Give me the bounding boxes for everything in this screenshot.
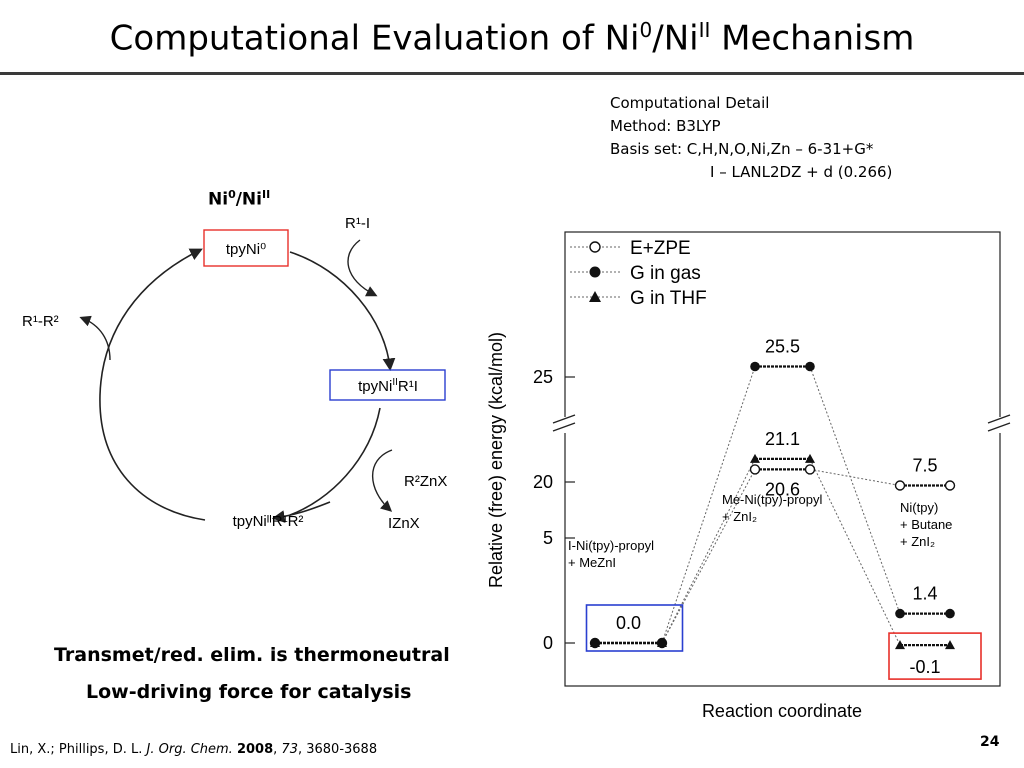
marker-filled-circle bbox=[945, 608, 955, 619]
marker-filled-triangle bbox=[590, 638, 600, 647]
page-number: 24 bbox=[980, 734, 1000, 750]
series-connector bbox=[661, 458, 756, 644]
citation-volume: 73 bbox=[281, 742, 298, 757]
series-connector bbox=[809, 458, 901, 646]
reagent-in-2-label: R²ZnX bbox=[404, 473, 447, 490]
legend-marker-open-circle bbox=[589, 241, 601, 253]
plot-frame bbox=[564, 231, 1001, 687]
cycle-arc-top-right bbox=[289, 251, 396, 372]
axis-break-right bbox=[987, 414, 1011, 432]
legend-label: G in THF bbox=[630, 288, 707, 309]
cycle-arc-bottom-left bbox=[99, 248, 206, 521]
slide-title: Computational Evaluation of Ni0/NiII Mec… bbox=[0, 18, 1024, 58]
series-connector bbox=[661, 366, 756, 644]
marker-filled-triangle bbox=[945, 640, 955, 650]
title-sup-two: II bbox=[698, 18, 711, 42]
computational-detail: Computational Detail Method: B3LYP Basis… bbox=[610, 92, 892, 184]
title-sep: /Ni bbox=[652, 18, 699, 59]
value-label: 25.5 bbox=[765, 337, 800, 357]
value-label: 7.5 bbox=[912, 456, 937, 476]
marker-filled-triangle bbox=[657, 638, 667, 647]
value-label: 0.0 bbox=[616, 613, 641, 633]
reagent-in-1-label: R¹-I bbox=[345, 215, 370, 232]
axis-break-left bbox=[552, 414, 576, 432]
species-top-box bbox=[203, 229, 289, 267]
y-tick-label: 20 bbox=[533, 472, 553, 492]
cycle-heading-sup1: 0 bbox=[228, 188, 236, 201]
series-connector bbox=[809, 468, 901, 486]
state-label: I-Ni(tpy)-propyl bbox=[568, 538, 654, 553]
marker-open-circle bbox=[804, 464, 816, 475]
state-label: Ni(tpy) bbox=[900, 500, 938, 515]
value-label: -0.1 bbox=[909, 657, 940, 677]
state-label: + ZnI₂ bbox=[722, 509, 757, 524]
marker-open-circle bbox=[944, 480, 956, 491]
title-sup-zero: 0 bbox=[639, 18, 653, 42]
marker-filled-triangle bbox=[895, 640, 905, 650]
comp-detail-method: Method: B3LYP bbox=[610, 117, 721, 135]
series-connector bbox=[809, 366, 901, 614]
cycle-heading-sup2: II bbox=[261, 188, 271, 201]
legend-label: G in gas bbox=[630, 263, 701, 284]
axis-break-gap-right bbox=[996, 417, 1004, 433]
marker-open-circle bbox=[749, 464, 761, 475]
marker-open-circle bbox=[894, 480, 906, 491]
y-tick-label: 5 bbox=[543, 528, 553, 548]
cycle-heading-a: Ni bbox=[208, 189, 229, 210]
value-label: 21.1 bbox=[765, 429, 800, 449]
arrow-reagent-in-1 bbox=[347, 239, 378, 297]
title-divider bbox=[0, 72, 1024, 75]
y-axis-label: Relative (free) energy (kcal/mol) bbox=[486, 332, 506, 588]
y-tick-label: 0 bbox=[543, 633, 553, 653]
marker-filled-circle bbox=[750, 361, 760, 372]
series-connector bbox=[661, 469, 756, 644]
species-right-box bbox=[329, 369, 446, 401]
marker-filled-circle bbox=[895, 608, 905, 619]
citation-pages: , 3680-3688 bbox=[297, 742, 378, 757]
conclusion-line-2: Low-driving force for catalysis bbox=[86, 681, 412, 703]
comp-detail-heading: Computational Detail bbox=[610, 94, 770, 112]
title-main: Computational Evaluation of Ni bbox=[109, 18, 640, 59]
product-out-2-label: IZnX bbox=[388, 515, 420, 532]
energy-diagram: 0 5 20 25 Relative (free) energy (kcal/mol) R… bbox=[486, 231, 1011, 721]
state-label: + ZnI₂ bbox=[900, 534, 935, 549]
marker-filled-circle bbox=[805, 361, 815, 372]
axis-break-gap-left bbox=[561, 417, 569, 433]
citation: Lin, X.; Phillips, D. L. J. Org. Chem. 2… bbox=[10, 742, 378, 757]
highlight-box bbox=[585, 604, 684, 652]
legend-marker-filled-triangle bbox=[589, 291, 601, 302]
arrow-bottom-into-product bbox=[271, 501, 331, 523]
citation-authors: Lin, X.; Phillips, D. L. bbox=[10, 742, 147, 757]
state-label: + Butane bbox=[900, 517, 952, 532]
marker-filled-triangle bbox=[805, 453, 815, 463]
cycle-heading-b: /Ni bbox=[235, 189, 262, 210]
value-label: 1.4 bbox=[912, 584, 937, 604]
state-label: Me-Ni(tpy)-propyl bbox=[722, 492, 823, 507]
product-out-1-label: R¹-R² bbox=[22, 313, 59, 330]
species-bottom-label: tpyNiᴵᴵR¹R² bbox=[233, 513, 304, 530]
legend-label: E+ZPE bbox=[630, 238, 691, 259]
species-top-label: tpyNi⁰ bbox=[226, 241, 266, 258]
cycle-heading: Ni0/NiII bbox=[208, 188, 270, 210]
comp-detail-basis-2: I – LANL2DZ + d (0.266) bbox=[710, 163, 893, 181]
cycle-arc-right-bottom bbox=[289, 407, 381, 516]
y-tick-label: 25 bbox=[533, 367, 553, 387]
x-axis-label: Reaction coordinate bbox=[702, 701, 862, 721]
citation-journal: J. Org. Chem. bbox=[146, 742, 233, 757]
conclusion-line-1: Transmet/red. elim. is thermoneutral bbox=[54, 644, 450, 666]
highlight-box bbox=[888, 632, 982, 680]
marker-filled-triangle bbox=[750, 453, 760, 463]
value-label: 20.6 bbox=[765, 479, 800, 499]
title-end: Mechanism bbox=[710, 18, 915, 59]
state-label: + MeZnI bbox=[568, 555, 616, 570]
species-right-label: tpyNiIIR¹I bbox=[358, 377, 418, 395]
citation-year: 2008 bbox=[236, 742, 274, 757]
arrow-reagent-in-2 bbox=[371, 449, 393, 512]
legend-marker-filled-circle bbox=[589, 266, 601, 278]
arrow-product-out-1 bbox=[79, 315, 111, 361]
comp-detail-basis-1: Basis set: C,H,N,O,Ni,Zn – 6-31+G* bbox=[610, 140, 874, 158]
catalytic-cycle-diagram: tpyNi⁰ tpyNiIIR¹I tpyNiᴵᴵR¹R² R¹-I R¹-R²… bbox=[22, 215, 447, 532]
